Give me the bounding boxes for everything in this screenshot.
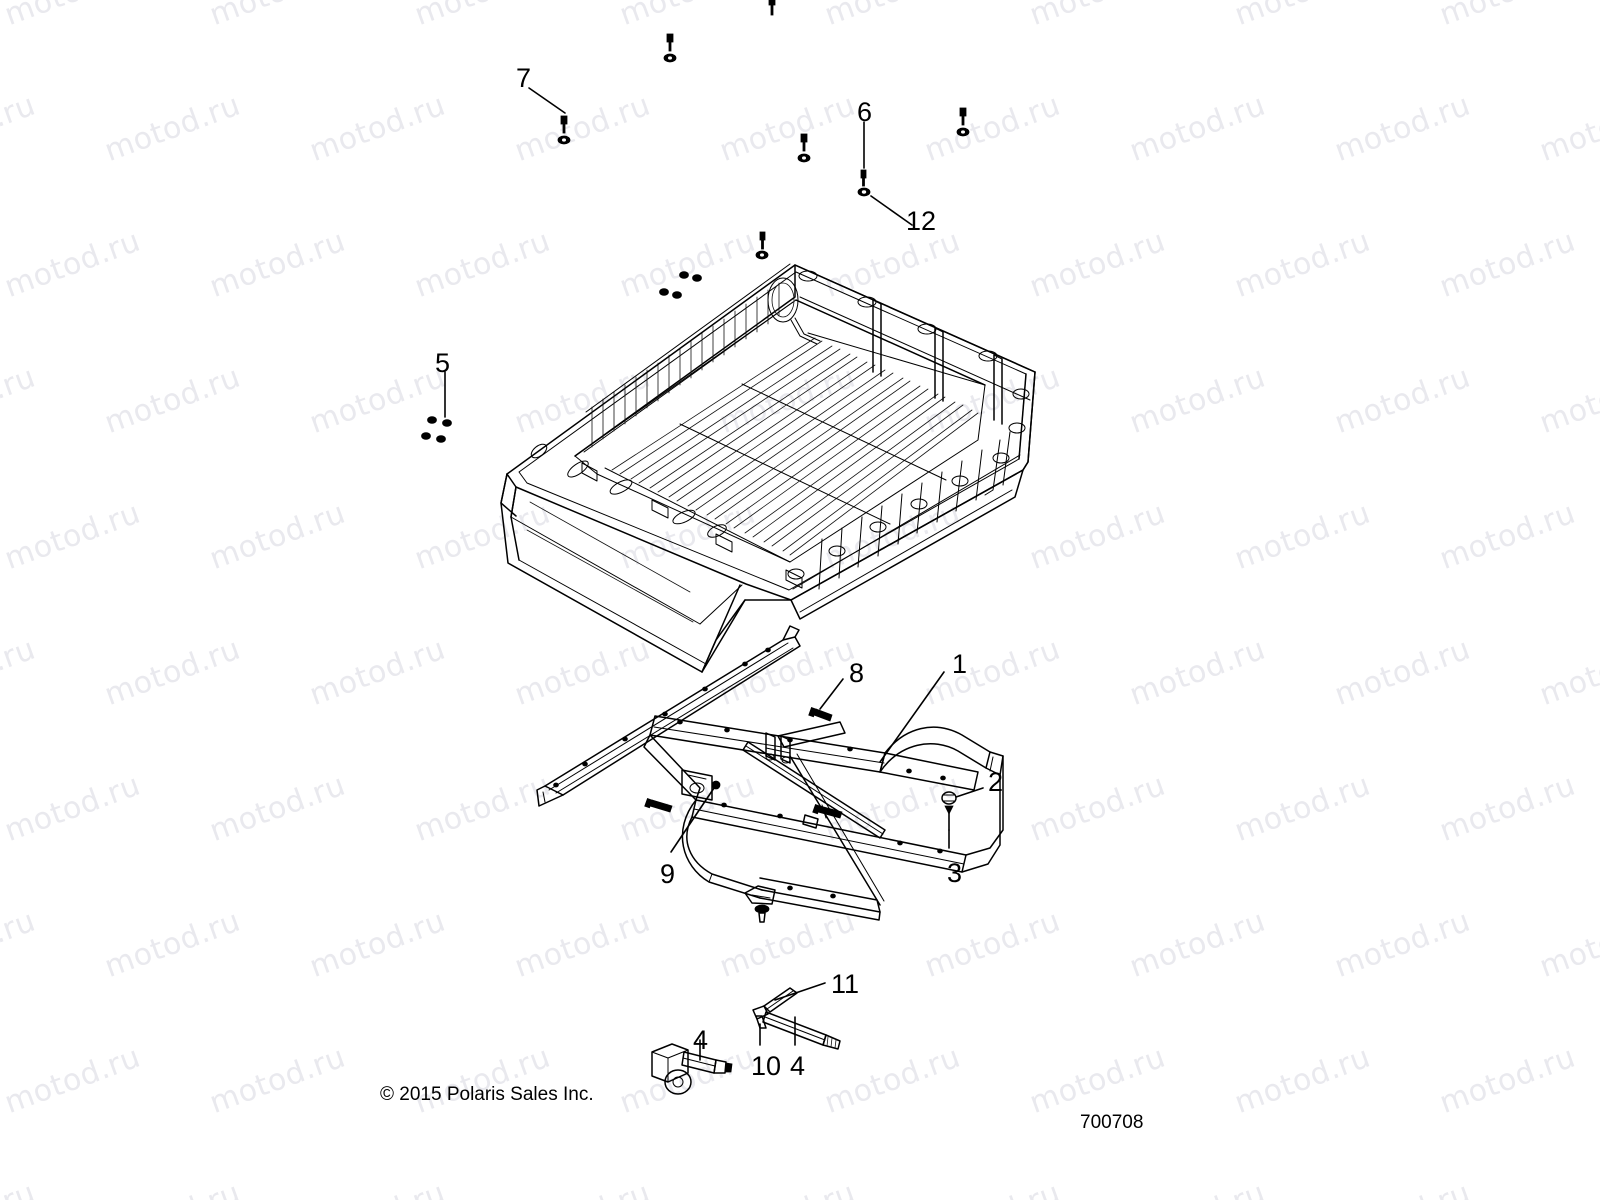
bolt-icon [666,33,674,52]
leader-lines-bottom [699,982,826,1061]
cargo-box-assembly [500,263,1036,673]
frame-pin-inner [812,804,843,819]
nut-icon [436,435,446,443]
back-wall-posts [872,299,1003,425]
washer-icon [956,127,970,137]
frame-bushing [941,791,957,805]
frame-assembly [536,625,1004,923]
callout-9[interactable]: 9 [660,859,676,889]
box-hinge-pockets [581,462,803,589]
washer-icon [857,187,871,197]
bolt-icon [860,169,867,187]
nut-icon [672,291,682,299]
callout-5[interactable]: 5 [435,348,451,378]
nut-icon [692,274,702,282]
washer-icon [755,250,769,260]
washer-icon [797,153,811,163]
drawing-number: 700708 [1080,1112,1144,1133]
copyright-notice: © 2015 Polaris Sales Inc. [380,1084,594,1105]
callout-4-rod[interactable]: 4 [790,1051,806,1081]
callout-7[interactable]: 7 [516,63,532,93]
left-bracket [681,769,721,801]
bottom-mount [754,904,770,923]
upper-side-rail [536,625,801,807]
callout-1[interactable]: 1 [952,649,968,679]
nut-icon [427,416,437,424]
leader-lines-top [444,87,913,418]
callout-6[interactable]: 6 [857,97,873,127]
bed-ribs [611,337,979,556]
right-wall-stiffeners [818,431,1011,590]
latch-rod-assembly [752,987,841,1050]
bolt-icon [768,0,776,16]
frame-clip-inner [802,804,827,829]
center-bracket [765,732,791,764]
actuator-motor-assembly [651,1043,733,1095]
nut-icon [421,432,431,440]
frame-pin-lower [644,798,673,813]
leader-lines-frame [670,671,984,853]
bolt-icon [959,107,967,126]
washer-icon [663,53,677,63]
washer-icon [557,135,571,145]
rim-hardware [530,270,1030,580]
callout-2[interactable]: 2 [988,767,1004,797]
frame-pin-upper [808,707,833,722]
callout-12[interactable]: 12 [906,206,937,236]
nut-icon [679,271,689,279]
callout-10[interactable]: 10 [751,1051,782,1081]
frame-grommet [944,805,954,831]
fastener-group-top [421,0,970,443]
nut-icon [442,419,452,427]
nut-icon [659,288,669,296]
callout-8[interactable]: 8 [849,658,865,688]
bolt-icon [759,231,766,250]
callout-3[interactable]: 3 [947,858,963,888]
bolt-icon [800,133,808,152]
bolt-icon [560,115,568,134]
callout-4-motor[interactable]: 4 [693,1025,709,1055]
callout-11[interactable]: 11 [831,969,860,999]
frame-holes [677,719,946,899]
